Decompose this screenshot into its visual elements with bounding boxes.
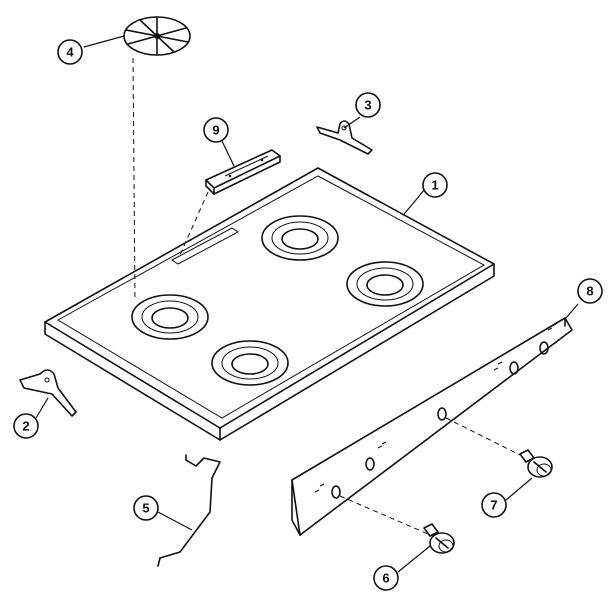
callout-8: 8 <box>577 278 603 304</box>
callout-7: 7 <box>481 492 507 518</box>
burner-back-left <box>261 215 339 261</box>
callout-1: 1 <box>422 172 448 198</box>
grate-alignment-line <box>132 57 136 299</box>
vent-alignment-line <box>179 191 209 256</box>
callout-5: 5 <box>133 495 159 521</box>
mounting-bracket-left <box>19 369 77 417</box>
support-rod <box>157 454 221 567</box>
callout-4: 4 <box>57 39 83 65</box>
cooktop <box>44 167 495 441</box>
control-knob-6 <box>423 523 455 554</box>
burner-back-right <box>346 261 424 307</box>
burner-grate <box>123 16 191 56</box>
callout-2: 2 <box>13 413 39 439</box>
callout-label: 5 <box>142 501 149 516</box>
callout-3: 3 <box>355 92 381 118</box>
mounting-bracket-right <box>316 120 373 155</box>
callout-label: 3 <box>364 98 371 113</box>
control-knob-7 <box>519 449 553 478</box>
callout-label: 6 <box>382 571 389 586</box>
callout-label: 4 <box>66 45 74 60</box>
callout-label: 7 <box>490 498 497 513</box>
callout-label: 2 <box>22 419 29 434</box>
knob7-alignment-line <box>445 417 527 459</box>
control-panel <box>291 317 573 536</box>
callout-label: 1 <box>431 178 438 193</box>
callout-9: 9 <box>203 117 229 143</box>
callout-label: 9 <box>212 123 219 138</box>
leader-lines <box>35 35 579 573</box>
callout-6: 6 <box>373 565 399 591</box>
burner-front-left <box>131 294 209 340</box>
callout-label: 8 <box>586 284 593 299</box>
burner-front-right <box>211 340 289 386</box>
vent-trim <box>205 149 281 195</box>
knob6-alignment-line <box>339 495 429 535</box>
